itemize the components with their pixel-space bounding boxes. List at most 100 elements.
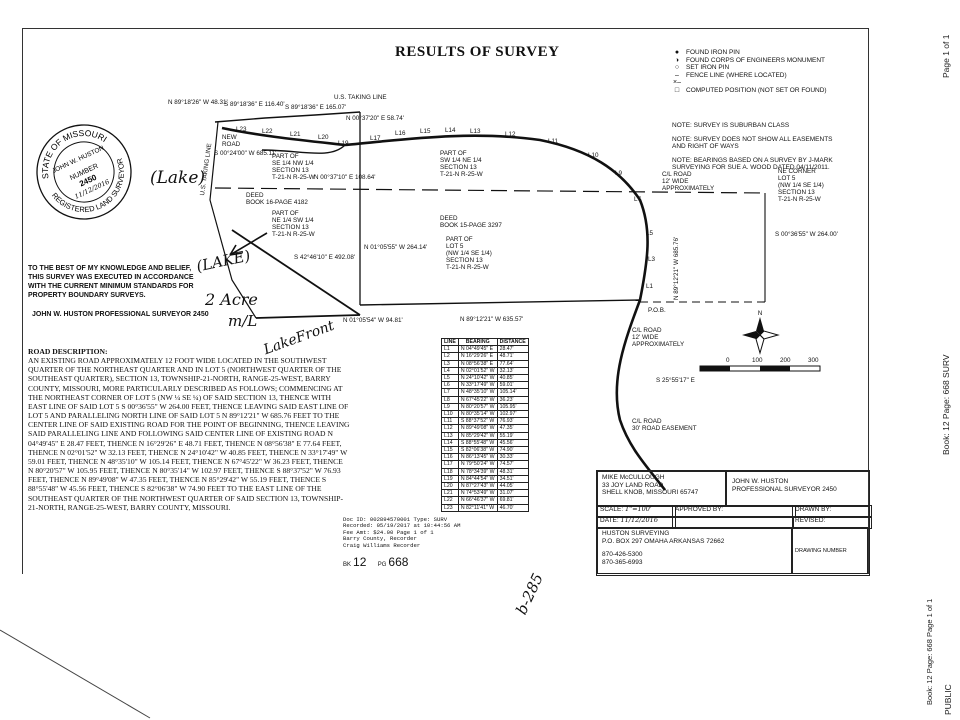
segment-label: L12 bbox=[505, 131, 516, 138]
scale-tick: 100 bbox=[752, 357, 763, 364]
distance-cell: 34.51' bbox=[496, 474, 529, 484]
line-cell: L22 bbox=[441, 496, 459, 505]
segment-label: L5 bbox=[646, 230, 654, 237]
open-circle-icon: ○ bbox=[674, 64, 680, 71]
column-header: LINE bbox=[441, 337, 459, 347]
line-cell: L8 bbox=[441, 395, 459, 404]
bearing-label: N 00°37'20" E 58.74' bbox=[346, 115, 404, 122]
road-description: ROAD DESCRIPTION: AN EXISTING ROAD APPRO… bbox=[28, 347, 350, 575]
north-arrow-icon: N bbox=[742, 311, 780, 355]
line-cell: L4 bbox=[441, 366, 459, 376]
sheet-border bbox=[22, 28, 869, 574]
drawing-number-label: DRAWING NUMBER bbox=[795, 548, 847, 554]
approved-cell: APPROVED BY: bbox=[672, 505, 796, 518]
bearing-label: S 89°18'36" E 116.40' bbox=[224, 101, 285, 108]
legend-item: ◑ FOUND CORPS OF ENGINEERS MONUMENT bbox=[672, 57, 842, 65]
scale-tick: 0 bbox=[726, 357, 730, 364]
distance-cell: 74.57' bbox=[496, 460, 529, 469]
certification-text: TO THE BEST OF MY KNOWLEDGE AND BELIEF, … bbox=[28, 265, 194, 299]
bearing-cell: N 89°49'08" W bbox=[457, 424, 498, 433]
line-cell: L10 bbox=[441, 410, 459, 419]
road-description-title: ROAD DESCRIPTION: bbox=[28, 347, 108, 356]
company-name: HUSTON SURVEYING bbox=[602, 530, 670, 537]
legend-label: FOUND CORPS OF ENGINEERS MONUMENT bbox=[686, 56, 826, 64]
bearing-label: N 01°05'55" W 264.14' bbox=[364, 244, 428, 251]
distance-cell: 44.05' bbox=[496, 482, 529, 491]
segment-label: L16 bbox=[395, 130, 406, 137]
half-circle-icon: ◑ bbox=[674, 56, 680, 64]
line-cell: L6 bbox=[441, 381, 459, 390]
bearing-cell: N 33°17'49" W bbox=[457, 381, 498, 390]
bearing-cell: N 85°29'42" W bbox=[457, 431, 498, 440]
bearing-label: U.S. TAKING LINE bbox=[334, 94, 387, 101]
distance-cell: 32.13' bbox=[496, 366, 529, 376]
drawn-cell: DRAWN BY: bbox=[792, 505, 872, 518]
bearing-cell: N 74°53'49" W bbox=[457, 489, 498, 498]
distance-cell: 48.31' bbox=[496, 467, 529, 476]
client-city: SHELL KNOB, MISSOURI 65747 bbox=[602, 489, 699, 496]
page-number: 668 bbox=[388, 555, 409, 569]
fence-line-icon: –×– bbox=[673, 71, 681, 87]
surveyor-title: PROFESSIONAL SURVEYOR 2450 bbox=[732, 485, 837, 493]
legend-item: ○SET IRON PIN bbox=[672, 64, 842, 72]
segment-label: L20 bbox=[318, 134, 329, 141]
bearing-cell: N 80°20'57" W bbox=[457, 402, 498, 412]
segment-label: L9 bbox=[615, 170, 623, 177]
bearing-cell: N 78°34'39" W bbox=[457, 467, 498, 476]
line-cell: L21 bbox=[441, 489, 459, 498]
segment-label: L11 bbox=[548, 138, 559, 145]
drawing-number-cell: DRAWING NUMBER bbox=[792, 527, 868, 574]
distance-cell: 105.95' bbox=[496, 402, 529, 412]
distance-cell: 45.56' bbox=[496, 438, 529, 448]
scale-label: SCALE: bbox=[600, 506, 624, 513]
client-address: 33 JOY LAND ROAD bbox=[602, 481, 664, 489]
bearing-label: N 89°12'21" W 685.76' bbox=[673, 236, 680, 300]
line-cell: L20 bbox=[441, 482, 459, 491]
revised-label: REVISED: bbox=[795, 517, 826, 524]
footer-public: PUBLIC bbox=[943, 684, 953, 715]
bearing-cell: S 88°37'52" W bbox=[457, 417, 498, 426]
distance-cell: 105.14' bbox=[496, 388, 529, 397]
segment-label: L7 bbox=[634, 196, 642, 203]
date-value: 11/12/2016 bbox=[620, 516, 658, 524]
north-boundary bbox=[214, 111, 361, 123]
scale-cell: SCALE: 1"=100' bbox=[597, 505, 676, 518]
footer-book-page: Book: 12 Page: 668 Page 1 of 1 bbox=[925, 598, 934, 705]
client-block: MIKE McCULLOUGH 33 JOY LAND ROAD SHELL K… bbox=[597, 471, 727, 507]
bearing-cell: N 24°10'42" W bbox=[457, 374, 498, 383]
handwritten-acre: 2 Acre bbox=[205, 290, 258, 309]
bearing-cell: N 87°27'43" W bbox=[457, 482, 498, 491]
note: NOTE: BEARINGS BASED ON A SURVEY BY J-MA… bbox=[672, 156, 833, 172]
document-title: RESULTS OF SURVEY bbox=[395, 44, 560, 60]
side-page-count: Page 1 of 1 bbox=[941, 34, 951, 78]
distance-cell: 77.64' bbox=[496, 359, 529, 368]
note: NOTE: SURVEY DOES NOT SHOW ALL EASEMENTS… bbox=[672, 135, 833, 151]
line-cell: L3 bbox=[441, 359, 459, 368]
handwritten-lake: (Lake) bbox=[150, 168, 206, 188]
company-phone: 870-426-5300 bbox=[602, 551, 643, 558]
bearing-cell: N 84°44'54" W bbox=[457, 474, 498, 484]
drawn-label: DRAWN BY: bbox=[795, 506, 832, 513]
surveyor-signature-line: JOHN W. HUSTON PROFESSIONAL SURVEYOR 245… bbox=[32, 311, 209, 318]
segment-label: L3 bbox=[648, 256, 656, 263]
scale-tick: 200 bbox=[780, 357, 791, 364]
page-label: PG bbox=[377, 562, 387, 568]
survey-notes: NOTE: SURVEY IS SUBURBAN CLASS NOTE: SUR… bbox=[672, 122, 847, 178]
